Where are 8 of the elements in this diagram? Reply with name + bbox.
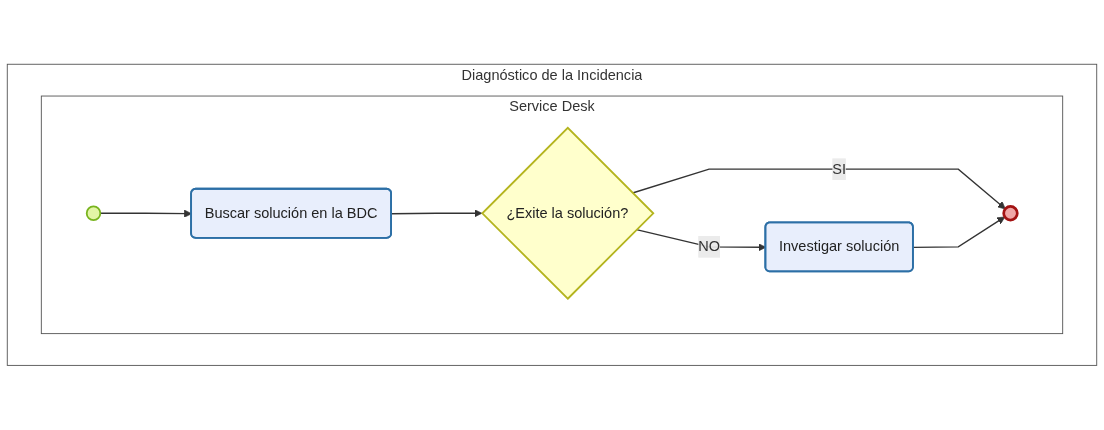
edge-label: SI <box>832 161 846 177</box>
arrow <box>99 209 192 218</box>
arrow <box>912 216 1006 249</box>
edge-label: NO <box>698 238 720 255</box>
arrow <box>631 168 1006 210</box>
node-diamond: ¿Exite la solución? <box>481 126 655 301</box>
node-circle <box>85 205 102 222</box>
node-circle <box>1002 205 1019 222</box>
